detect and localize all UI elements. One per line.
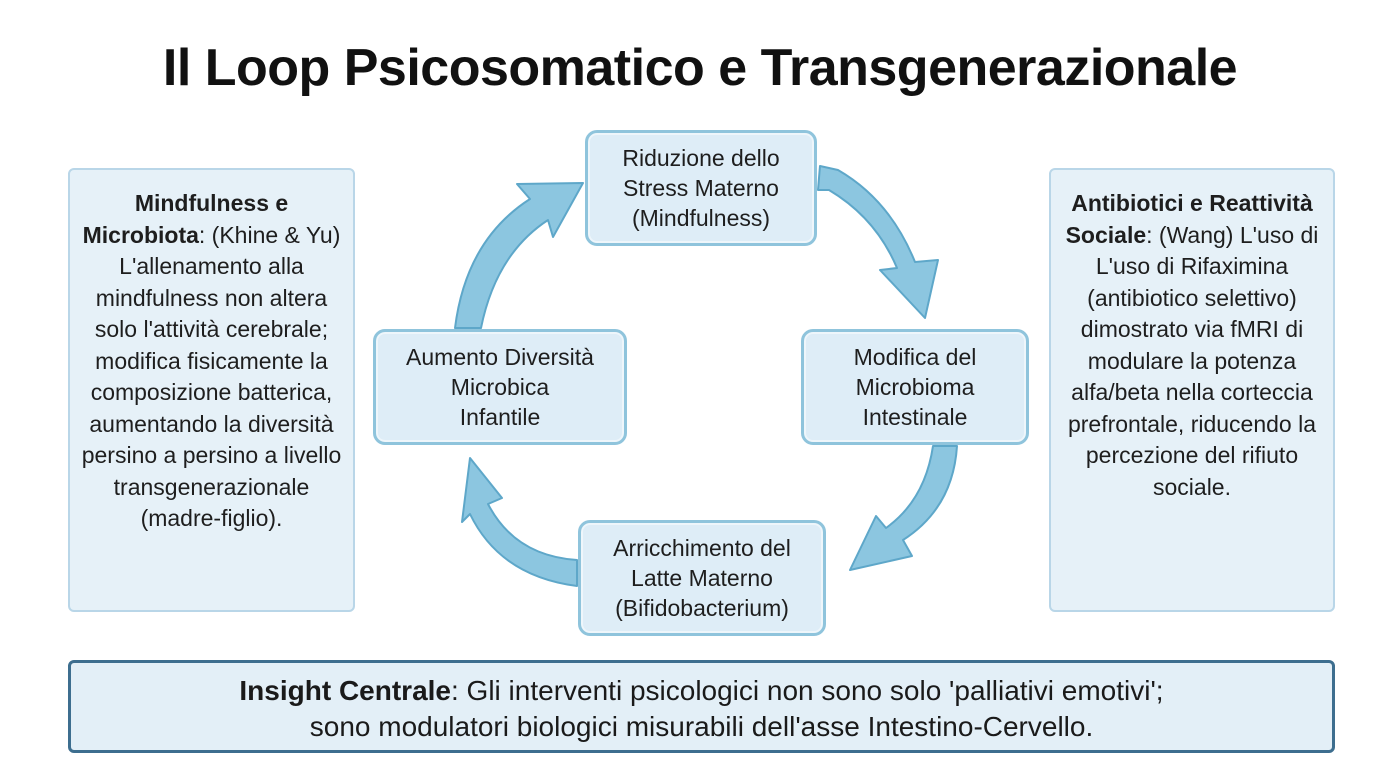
node-breast-milk-enrichment: Arricchimento del Latte Materno (Bifidob… [578, 520, 826, 636]
node-infant-diversity: Aumento Diversità Microbica Infantile [373, 329, 627, 445]
node-top-line: Riduzione dello [622, 145, 780, 171]
left-panel-heading: Mindfulness e Microbiota [82, 190, 289, 248]
insight-line-1: Insight Centrale: Gli interventi psicolo… [71, 673, 1332, 709]
insight-text-2: sono modulatori biologici misurabili del… [309, 711, 1094, 742]
right-info-panel: Antibiotici e Reattività Sociale: (Wang)… [1049, 168, 1335, 612]
arrow-left-to-top [454, 182, 584, 329]
right-panel-heading: Antibiotici e Reattività Sociale [1065, 190, 1313, 248]
node-right-line: Modifica del [853, 344, 977, 370]
node-left-line: Aumento Diversità [406, 344, 594, 370]
node-right-line: Microbioma [855, 374, 975, 400]
node-left-line: Infantile [459, 404, 541, 430]
node-top-line: Stress Materno [623, 175, 779, 201]
page-title: Il Loop Psicosomatico e Transgeneraziona… [162, 39, 1238, 97]
left-info-panel: Mindfulness e Microbiota: (Khine & Yu) L… [68, 168, 355, 612]
node-top-line: (Mindfulness) [631, 205, 771, 231]
arrow-bottom-to-left [461, 457, 578, 587]
insight-text-1: : Gli interventi psicologici non sono so… [451, 675, 1164, 706]
insight-box: Insight Centrale: Gli interventi psicolo… [68, 660, 1335, 753]
left-panel-body: : (Khine & Yu) L'allenamento alla mindfu… [81, 221, 342, 532]
node-left-line: Microbica [450, 374, 550, 400]
node-microbiome-change: Modifica del Microbioma Intestinale [801, 329, 1029, 445]
arrow-top-to-right [817, 165, 939, 319]
right-panel-body: : (Wang) L'uso di L'uso di Rifaximina (a… [1067, 221, 1319, 500]
insight-label: Insight Centrale [239, 675, 451, 706]
node-bottom-line: Latte Materno [631, 565, 773, 591]
node-right-line: Intestinale [862, 404, 968, 430]
arrow-right-to-bottom [849, 445, 958, 571]
node-bottom-line: (Bifidobacterium) [615, 595, 789, 621]
node-stress-reduction: Riduzione dello Stress Materno (Mindfuln… [585, 130, 817, 246]
node-bottom-line: Arricchimento del [613, 535, 791, 561]
